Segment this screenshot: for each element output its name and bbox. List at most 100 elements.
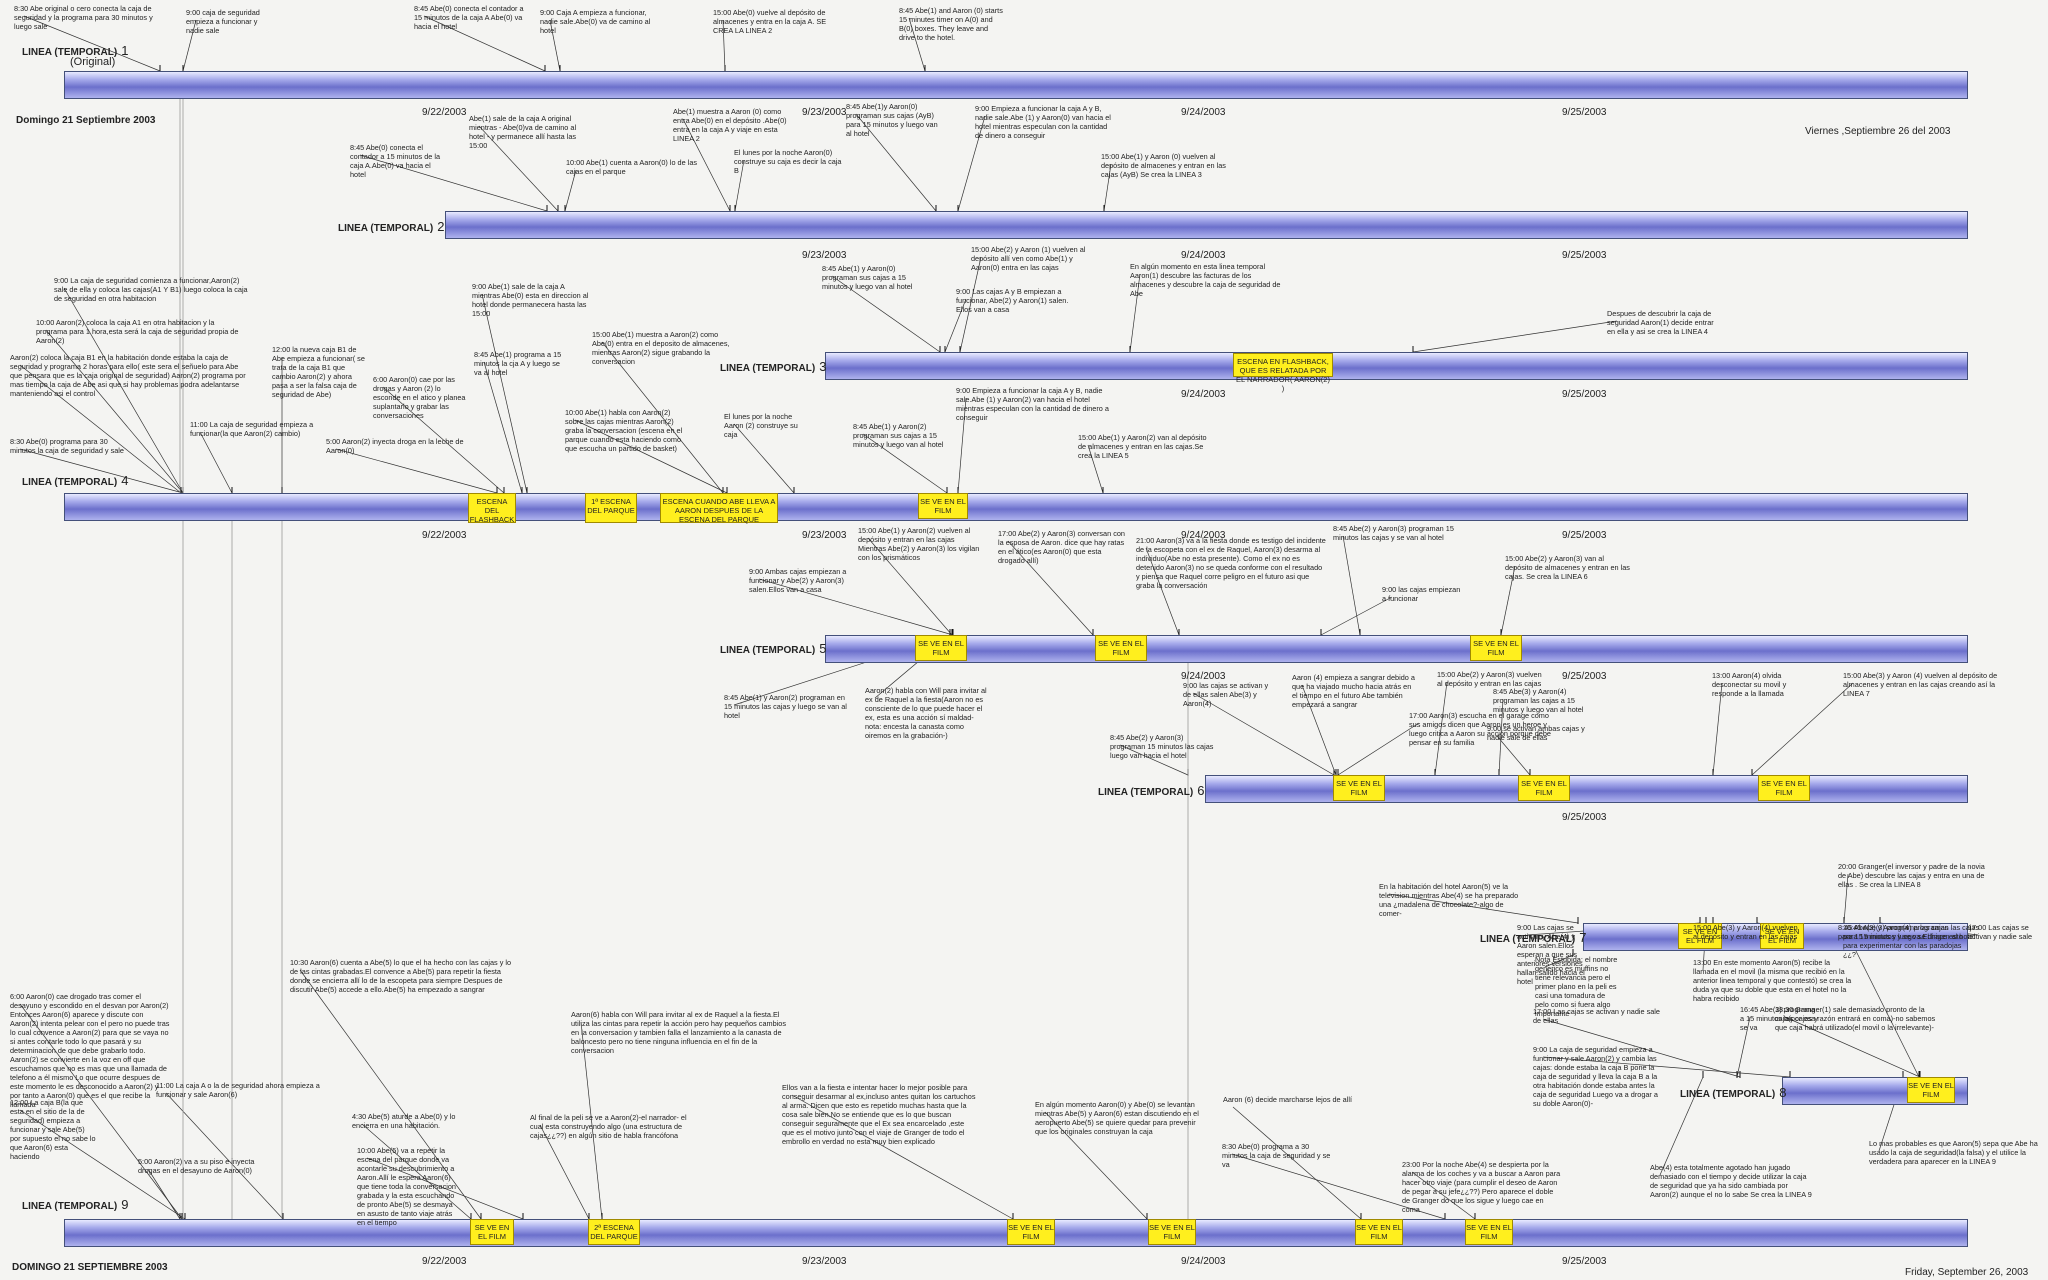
timeline-label-9: LINEA (TEMPORAL)9	[22, 1197, 128, 1212]
date-label: 9/23/2003	[802, 1256, 847, 1267]
annotation-connector	[1145, 547, 1180, 636]
event-note: 6:00 Aaron(0) cae drogado tras comer el …	[10, 992, 170, 1109]
date-label: 9/25/2003	[1562, 530, 1607, 541]
annotation-connector	[1231, 1153, 1446, 1220]
annotation-connector	[1103, 163, 1112, 212]
annotation-connector	[1342, 535, 1361, 636]
annotation-connector	[682, 118, 731, 212]
annotation-connector	[19, 1109, 186, 1220]
film-scene-badge: SE VE EN EL FILM	[1470, 635, 1522, 661]
event-note: 15:00 Abe(1) y Aaron(2) vuelven al depós…	[858, 526, 980, 562]
annotation-connector	[758, 578, 954, 636]
annotation-connector	[19, 1003, 183, 1220]
film-scene-badge: 1ª ESCENA DEL PARQUE	[585, 493, 637, 523]
event-note: 8:45 Abe(0) conecta el contador a 15 min…	[414, 4, 524, 31]
film-scene-badge: SE VE EN EL FILM	[918, 493, 968, 519]
date-label: 9/25/2003	[1562, 812, 1607, 823]
event-note: 16:45 Abe(3) programa a 15 minutos las c…	[1740, 1005, 1818, 1032]
annotation-connector	[580, 1021, 603, 1220]
event-note: 9:00 Empieza a funcionar la caja A y B, …	[975, 104, 1111, 140]
annotation-connector	[1659, 1076, 1704, 1176]
annotation-connector	[1712, 682, 1723, 776]
annotation-connector	[733, 423, 795, 494]
annotation-connector	[867, 537, 953, 636]
annotation-connector	[1498, 698, 1504, 776]
event-note: Abe(4) esta totalmente agotado han jugad…	[1650, 1163, 1812, 1199]
film-scene-badge: ESCENA CUANDO ABE LLEVA A AARON DESPUES …	[660, 493, 778, 524]
annotation-connector	[791, 1094, 1014, 1220]
annotation-connector	[1411, 1171, 1476, 1220]
annotation-connector	[423, 15, 546, 72]
annotation-connector	[855, 113, 937, 212]
annotation-connector	[1843, 873, 1849, 924]
timeline-label-3: LINEA (TEMPORAL)3	[720, 359, 826, 374]
event-note: 9:00 Las cajas A y B empiezan a funciona…	[956, 287, 1069, 314]
annotation-connector	[1496, 735, 1531, 776]
event-note: 20:00 Granger(el inversor y padre de la …	[1838, 862, 1985, 889]
timeline-bar-4	[64, 493, 1968, 521]
annotation-connector	[1007, 540, 1094, 636]
film-scene-badge: ESCENA DEL FLASHBACK	[468, 493, 516, 524]
timeline-name: LINEA (TEMPORAL)	[338, 223, 434, 234]
event-note: 5:00 Aaron(2) va a su piso e inyecta dro…	[138, 1157, 255, 1175]
event-note: 8:30 Abe original o cero conecta la caja…	[14, 4, 153, 31]
timeline-bar-6	[1205, 775, 1968, 803]
date-label: 9/24/2003	[1181, 250, 1226, 261]
event-note: Abe(1) sale de la caja A original mientr…	[469, 114, 577, 150]
event-note: 16:45 Abe(3) programa las cajas para 15 …	[1843, 923, 1963, 959]
date-label: 9/24/2003	[1181, 671, 1226, 682]
event-note: 17:00 Las cajas se activan y nadie sale	[1968, 923, 2033, 941]
annotation-connector	[1087, 444, 1104, 494]
event-note: 9:00 Ambas cajas empiezan a funcionar y …	[749, 567, 847, 594]
timeline-label-8: LINEA (TEMPORAL)8	[1680, 1085, 1786, 1100]
event-note: 10:00 Abe(1) habla con Aaron(2) sobre la…	[565, 408, 683, 453]
event-note: 11:00 La caja A o la de seguridad ahora …	[156, 1081, 320, 1099]
event-note: Ellos van a la fiesta e intentar hacer l…	[782, 1083, 976, 1146]
timeline-name: LINEA (TEMPORAL)	[22, 47, 118, 58]
event-note: 15:00 Abe(1) y Aaron (0) vuelven al depó…	[1101, 152, 1226, 179]
timeline-number: 3	[819, 359, 827, 374]
event-note: 8:45 Abe(1) and Aaron (0) starts 15 minu…	[899, 6, 1003, 42]
event-note: 15:00 Abe(2) y Aaron (1) vuelven al depó…	[971, 245, 1086, 272]
timeline-number: 7	[1579, 930, 1587, 945]
event-note: 10:00 Aaron(2) coloca la caja A1 en otra…	[36, 318, 239, 345]
annotation-connector	[944, 298, 967, 353]
event-note: En algún momento en esta linea temporal …	[1130, 262, 1281, 298]
film-scene-badge: SE VE EN EL FILM	[1758, 775, 1810, 801]
annotation-connector	[957, 115, 986, 212]
annotation-connector	[1736, 1016, 1751, 1078]
event-note: 8:45 Abe(0) conecta el contador a 15 min…	[350, 143, 441, 179]
event-note: 9:00 Caja A empieza a funcionar, nadie s…	[540, 8, 651, 35]
annotation-connector	[549, 19, 561, 72]
annotation-connector	[1119, 744, 1189, 776]
event-note: 9:00 las cajas se activan y de ellas sal…	[1183, 681, 1269, 708]
timeline-name: LINEA (TEMPORAL)	[720, 363, 816, 374]
timeline-label-7: LINEA (TEMPORAL)7	[1480, 930, 1586, 945]
date-label: 9/22/2003	[422, 530, 467, 541]
film-scene-badge: SE VE EN EL FILM	[1095, 635, 1147, 661]
timeline-bar-5	[825, 635, 1968, 663]
event-note: 8:45 Abe(2) y Aaron(3) programan 15 minu…	[1110, 733, 1214, 760]
film-scene-badge: SE VE EN EL FILM	[1148, 1219, 1196, 1245]
annotation-connector	[63, 287, 184, 494]
date-label: 9/23/2003	[802, 250, 847, 261]
event-note: Nota Estupida: el nombre generico es muf…	[1535, 955, 1618, 1018]
event-note: 10:00 Abe(5) va a repetir la escena del …	[357, 1146, 456, 1227]
annotation-connector	[959, 256, 982, 353]
event-note: 12:00 La caja B(la que esta en el sitio …	[10, 1098, 96, 1161]
event-note: 8:45 Abe(2) y Aaron(3) programan 15 minu…	[1333, 524, 1454, 542]
event-note: 17:00 Aaron(3) escucha en el garage como…	[1409, 711, 1551, 747]
domingo-label: Domingo 21 Septiembre 2003	[16, 115, 156, 126]
annotation-connector	[299, 969, 482, 1220]
annotation-connector	[564, 169, 577, 212]
annotation-connector	[1542, 1018, 1741, 1078]
event-note: 8:45 Abe(1)y Aaron(0) programan sus caja…	[846, 102, 938, 138]
event-note: 12:00 la nueva caja B1 de Abe empieza a …	[272, 345, 365, 399]
event-note: 11:00 La caja de seguridad empieza a fun…	[190, 420, 314, 438]
annotation-connector	[1847, 934, 1920, 1078]
timeline-number: 6	[1197, 783, 1205, 798]
timeline-number: 9	[121, 1197, 129, 1212]
timeline-number: 4	[121, 473, 129, 488]
annotation-connector	[481, 293, 528, 494]
annotation-connector	[1500, 565, 1516, 636]
